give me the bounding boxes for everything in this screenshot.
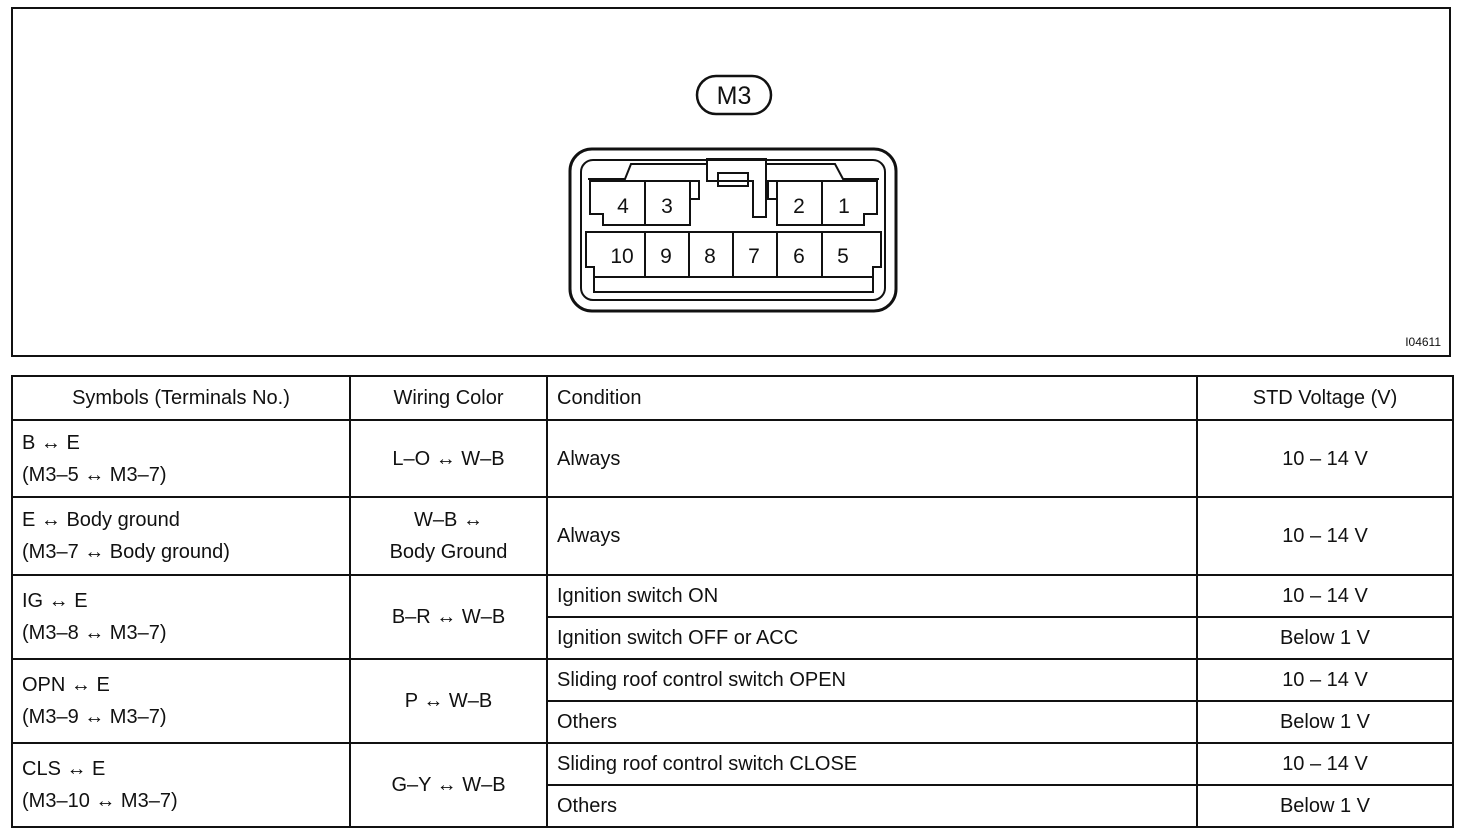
figure-id: I04611 (1405, 335, 1441, 349)
pin-7: 7 (748, 245, 760, 268)
top-row-cavities (589, 180, 878, 226)
voltage-cell: 10 – 14 V (1196, 658, 1454, 702)
table-row: OPN ↔ E (M3–9 ↔ M3–7) P ↔ W–B Sliding ro… (11, 658, 1454, 744)
table-row: Ignition switch OFF or ACC Below 1 V (12, 616, 1454, 660)
pin-6: 6 (793, 245, 805, 268)
connector-housing-outer (568, 147, 898, 313)
bottom-row-cavities (585, 231, 882, 278)
pin-2: 2 (793, 195, 805, 218)
voltage-cell: Below 1 V (1196, 700, 1454, 744)
connector-label: M3 (717, 82, 752, 110)
connector-diagram: M3 4 3 2 1 10 (11, 7, 1451, 357)
pin-10: 10 (610, 245, 633, 268)
voltage-cell: 10 – 14 V (1196, 574, 1454, 618)
header-symbols: Symbols (Terminals No.) (11, 375, 351, 421)
latch-icon (717, 172, 749, 187)
table-row: Others Below 1 V (12, 700, 1454, 744)
table-row: Others Below 1 V (12, 784, 1454, 828)
wiring-text: Body Ground (389, 541, 508, 563)
voltage-cell: 10 – 14 V (1196, 419, 1454, 498)
condition-cell: Others (546, 784, 1198, 828)
condition-cell: Always (546, 496, 1198, 576)
symbol-text: OPN ↔ E (22, 674, 110, 696)
table-row: IG ↔ E (M3–8 ↔ M3–7) B–R ↔ W–B Ignition … (11, 574, 1454, 660)
voltage-spec-table: Symbols (Terminals No.) Wiring Color Con… (11, 375, 1454, 828)
terminals-text: (M3–10 ↔ M3–7) (22, 790, 178, 812)
pin-3: 3 (661, 195, 673, 218)
connector-drawing: M3 4 3 2 1 10 (568, 74, 898, 313)
voltage-cell: 10 – 14 V (1196, 742, 1454, 786)
symbol-text: E ↔ Body ground (22, 509, 180, 531)
symbol-text: IG ↔ E (22, 590, 88, 612)
wiring-cell: B–R ↔ W–B (349, 574, 548, 660)
table-row: B ↔ E (M3–5 ↔ M3–7) L–O ↔ W–B Always 10 … (11, 419, 1454, 498)
terminals-text: (M3–5 ↔ M3–7) (22, 463, 167, 486)
voltage-cell: 10 – 14 V (1196, 496, 1454, 576)
wiring-cell: W–B ↔ Body Ground (349, 496, 548, 576)
symbol-cell: B ↔ E (M3–5 ↔ M3–7) (11, 419, 351, 498)
wiring-cell: G–Y ↔ W–B (349, 742, 548, 828)
connector-top-profile (588, 158, 879, 180)
wiring-cell: P ↔ W–B (349, 658, 548, 744)
connector-rail (593, 269, 874, 293)
header-wiring-color: Wiring Color (349, 375, 548, 421)
terminals-text: (M3–7 ↔ Body ground) (22, 541, 230, 563)
condition-cell: Always (546, 419, 1198, 498)
pin-8: 8 (704, 245, 716, 268)
voltage-cell: Below 1 V (1196, 784, 1454, 828)
pin-1: 1 (838, 195, 850, 218)
table-row: CLS ↔ E (M3–10 ↔ M3–7) G–Y ↔ W–B Sliding… (11, 742, 1454, 828)
header-std-voltage: STD Voltage (V) (1196, 375, 1454, 421)
wiring-text: W–B ↔ (414, 509, 483, 531)
pin-9: 9 (660, 245, 672, 268)
symbol-text: B ↔ E (22, 431, 80, 454)
condition-cell: Ignition switch OFF or ACC (546, 616, 1198, 660)
symbol-cell: CLS ↔ E (M3–10 ↔ M3–7) (11, 742, 351, 828)
symbol-cell: E ↔ Body ground (M3–7 ↔ Body ground) (11, 496, 351, 576)
header-condition: Condition (546, 375, 1198, 421)
voltage-cell: Below 1 V (1196, 616, 1454, 660)
condition-cell: Ignition switch ON (546, 574, 1198, 618)
table-row: E ↔ Body ground (M3–7 ↔ Body ground) W–B… (11, 496, 1454, 576)
pin-4: 4 (617, 195, 629, 218)
wiring-cell: L–O ↔ W–B (349, 419, 548, 498)
pin-5: 5 (837, 245, 849, 268)
condition-cell: Sliding roof control switch CLOSE (546, 742, 1198, 786)
symbol-cell: IG ↔ E (M3–8 ↔ M3–7) (11, 574, 351, 660)
table-header-row: Symbols (Terminals No.) Wiring Color Con… (11, 375, 1454, 421)
connector-label-oval (695, 74, 773, 116)
terminals-text: (M3–8 ↔ M3–7) (22, 622, 167, 644)
condition-cell: Sliding roof control switch OPEN (546, 658, 1198, 702)
terminals-text: (M3–9 ↔ M3–7) (22, 706, 167, 728)
symbol-text: CLS ↔ E (22, 758, 106, 780)
symbol-cell: OPN ↔ E (M3–9 ↔ M3–7) (11, 658, 351, 744)
condition-cell: Others (546, 700, 1198, 744)
latch-center (706, 159, 767, 218)
